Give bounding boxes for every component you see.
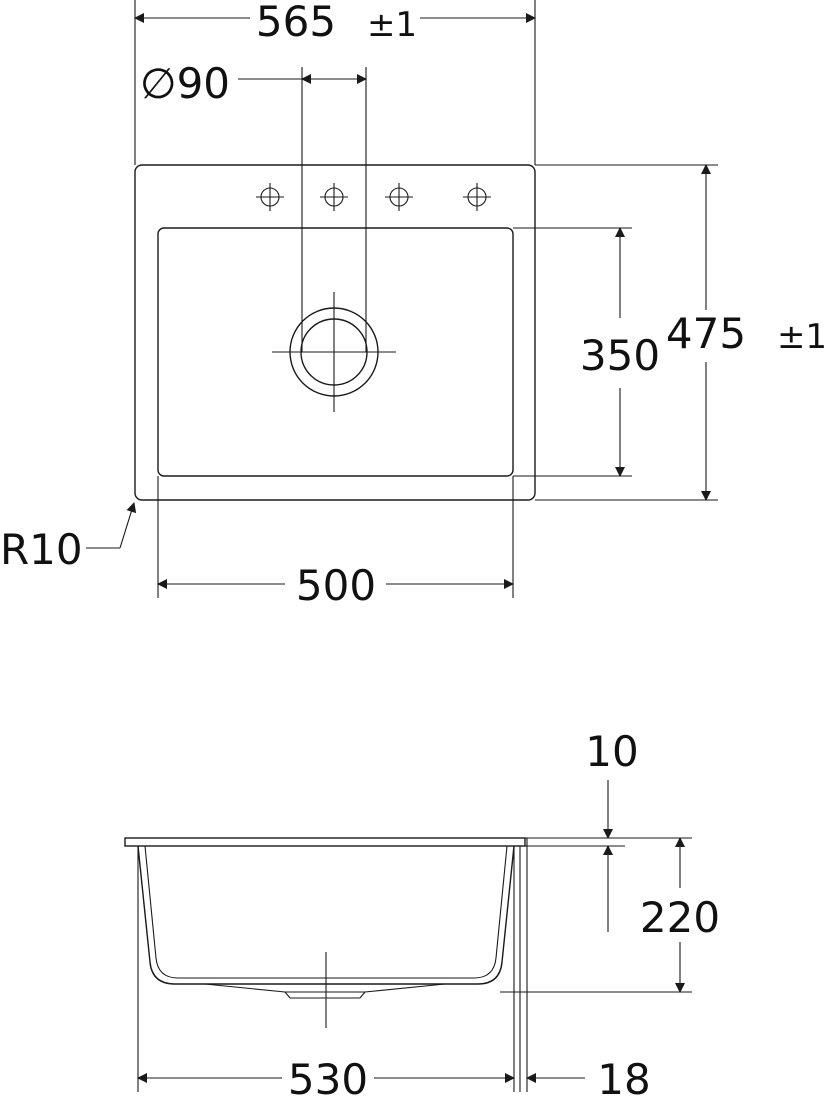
tap-hole-marker bbox=[385, 183, 413, 211]
bowl-width-label: 500 bbox=[296, 561, 376, 610]
offset-label: 18 bbox=[597, 1055, 650, 1098]
overall-width-label: 565 bbox=[256, 0, 336, 46]
drain-diameter-label: ∅90 bbox=[140, 59, 230, 108]
overall-depth-tolerance-label: ±1 bbox=[777, 317, 825, 357]
corner-radius-label: R10 bbox=[0, 525, 83, 574]
rim-thickness-label: 10 bbox=[585, 727, 638, 776]
bowl-depth-label: 350 bbox=[580, 331, 660, 380]
overall-width-tolerance-label: ±1 bbox=[367, 5, 417, 45]
sink-outline bbox=[134, 164, 536, 501]
bowl-outline bbox=[157, 227, 514, 477]
rim-outline bbox=[124, 837, 526, 847]
tap-hole-marker bbox=[320, 183, 348, 211]
drain-outline bbox=[272, 292, 396, 412]
drain-profile bbox=[204, 983, 446, 993]
bottom-width-label: 530 bbox=[288, 1055, 368, 1098]
overall-depth-label: 475 bbox=[666, 309, 746, 358]
tap-hole-marker bbox=[463, 183, 491, 211]
top-view: 565 ±1 ∅90 350 475 ±1 500 R10 bbox=[0, 0, 825, 610]
bowl-height-label: 220 bbox=[640, 893, 720, 942]
side-view: 10 220 530 18 bbox=[124, 727, 720, 1098]
tap-hole-marker bbox=[256, 183, 284, 211]
